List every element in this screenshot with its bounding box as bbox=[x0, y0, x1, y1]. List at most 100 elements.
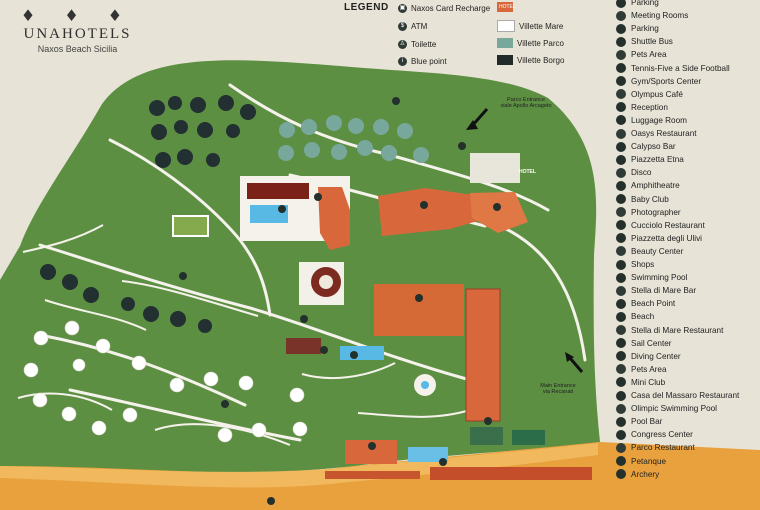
service-item: Swimming Pool bbox=[616, 271, 687, 284]
beach-pin[interactable] bbox=[267, 497, 275, 505]
service-label: Beauty Center bbox=[631, 246, 684, 256]
service-label: Luggage Room bbox=[631, 115, 687, 125]
service-icon bbox=[616, 390, 626, 401]
service-label: Photographer bbox=[631, 207, 681, 217]
villette-borgo-cluster-north bbox=[149, 95, 256, 168]
service-item: Pool Bar bbox=[616, 415, 662, 428]
service-label: Piazzetta Etna bbox=[631, 155, 684, 165]
map-service-pins[interactable] bbox=[179, 97, 501, 505]
legend-title: LEGEND bbox=[344, 2, 389, 13]
service-icon bbox=[616, 220, 626, 231]
fountain bbox=[421, 381, 429, 389]
service-item: Photographer bbox=[616, 206, 681, 219]
service-item: Shuttle Bus bbox=[616, 35, 673, 48]
hotel-swatch bbox=[497, 2, 513, 12]
service-icon bbox=[616, 0, 626, 8]
baby-club-pin[interactable] bbox=[300, 315, 308, 323]
service-icon bbox=[616, 233, 626, 244]
brand-logo: ♦ ♦ ♦ UNAHOTELS Naxos Beach Sicilia bbox=[10, 6, 145, 54]
service-icon bbox=[616, 102, 626, 113]
service-icon bbox=[616, 351, 626, 362]
service-label: Shops bbox=[631, 260, 655, 269]
legend: LEGEND ▣Naxos Card Recharge $ATM ♙Toilet… bbox=[340, 2, 575, 66]
service-icon bbox=[616, 298, 626, 309]
service-item: Beach bbox=[616, 310, 654, 323]
hotel-building-east bbox=[470, 192, 528, 233]
service-icon bbox=[616, 364, 626, 375]
card-recharge-icon: ▣ bbox=[398, 4, 407, 13]
service-icon bbox=[616, 180, 626, 191]
service-label: Gym/Sports Center bbox=[631, 76, 702, 86]
swimming-pool-pin[interactable] bbox=[278, 205, 286, 213]
service-label: Disco bbox=[631, 168, 652, 178]
congress-center-pin[interactable] bbox=[415, 294, 423, 302]
legend-item-card-recharge: ▣Naxos Card Recharge bbox=[398, 4, 491, 13]
service-icon bbox=[616, 128, 626, 139]
legend-area-villette-parco: Villette Parco bbox=[497, 38, 564, 48]
service-icon bbox=[616, 442, 626, 453]
service-icon bbox=[616, 194, 626, 204]
service-label: Beach bbox=[631, 312, 655, 322]
service-item: Amphitheatre bbox=[616, 179, 680, 192]
service-item: Casa del Massaro Restaurant bbox=[616, 389, 739, 402]
casa-del-massaro-pin[interactable] bbox=[368, 442, 376, 450]
service-icon bbox=[616, 469, 626, 480]
service-label: Parco Restaurant bbox=[631, 443, 695, 453]
service-icon bbox=[616, 377, 626, 388]
service-item: Pets Area bbox=[616, 363, 667, 376]
service-icon bbox=[616, 167, 626, 178]
service-label: Beach Point bbox=[631, 299, 676, 309]
service-label: Archery bbox=[631, 469, 660, 479]
villette-borgo-cluster-west bbox=[40, 264, 212, 333]
sail-center bbox=[512, 430, 545, 445]
service-label: Meeting Rooms bbox=[631, 11, 689, 21]
service-item: Disco bbox=[616, 166, 651, 179]
service-item: Diving Center bbox=[616, 350, 681, 363]
service-item: Pets Area bbox=[616, 48, 667, 61]
pool-bar-building bbox=[465, 288, 501, 422]
service-item: Mini Club bbox=[616, 376, 665, 389]
service-item: Olimpic Swimming Pool bbox=[616, 402, 717, 415]
service-icon bbox=[616, 429, 626, 440]
service-label: Piazzetta degli Ulivi bbox=[631, 233, 702, 243]
congress-center bbox=[374, 284, 464, 336]
meeting-rooms-pin[interactable] bbox=[392, 97, 400, 105]
parking-pin[interactable] bbox=[458, 142, 466, 150]
brand-mark: ♦ ♦ ♦ bbox=[20, 6, 135, 25]
beach-point-pin[interactable] bbox=[439, 458, 447, 466]
service-icon bbox=[616, 89, 626, 100]
cucciolo-restaurant bbox=[286, 338, 321, 354]
service-item: Parking bbox=[616, 0, 659, 9]
service-icon bbox=[616, 272, 626, 283]
service-item: Gym/Sports Center bbox=[616, 75, 701, 88]
service-icon bbox=[616, 63, 626, 73]
pool-bar-pin[interactable] bbox=[350, 351, 358, 359]
service-label: Tennis-Five a Side Football bbox=[631, 63, 730, 73]
pets-area-pin[interactable] bbox=[179, 272, 187, 280]
service-item: Stella di Mare Bar bbox=[616, 284, 696, 297]
main-entrance-arrow bbox=[568, 357, 584, 373]
service-item: Baby Club bbox=[616, 193, 669, 206]
swimming-pool bbox=[340, 346, 384, 360]
reception-pin[interactable] bbox=[314, 193, 322, 201]
service-icon bbox=[616, 325, 626, 335]
villette-borgo-icon bbox=[497, 55, 513, 65]
service-item: Reception bbox=[616, 101, 668, 114]
service-label: Petanque bbox=[631, 456, 667, 466]
service-label: Mini Club bbox=[631, 377, 666, 387]
service-item: Beauty Center bbox=[616, 245, 683, 258]
service-label: Parking bbox=[631, 24, 659, 34]
service-icon bbox=[616, 207, 626, 218]
service-icon bbox=[616, 403, 626, 414]
villette-mare-icon bbox=[497, 20, 515, 32]
calypso-bar-pin[interactable] bbox=[493, 203, 501, 211]
service-label: Calypso Bar bbox=[631, 142, 676, 152]
service-icon bbox=[616, 285, 626, 296]
archery-pin[interactable] bbox=[221, 400, 229, 408]
cucciolo-restaurant-pin[interactable] bbox=[320, 346, 328, 354]
mini-club-pin[interactable] bbox=[484, 417, 492, 425]
oasys-restaurant-pin[interactable] bbox=[420, 201, 428, 209]
service-label: Diving Center bbox=[631, 351, 681, 361]
